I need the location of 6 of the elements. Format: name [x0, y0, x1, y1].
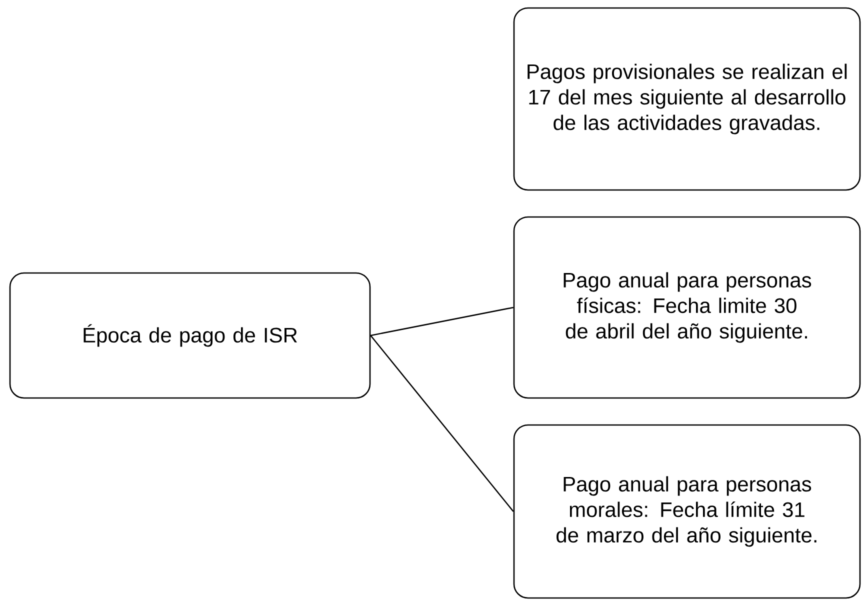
- connector-line: [370, 335, 514, 512]
- connector-line: [370, 306, 514, 336]
- text-box: Pago anual para personas físicas: Fecha limite 30 de abril del año siguiente.: [513, 216, 861, 399]
- text-box: Pago anual para personas morales: Fecha límite 31 de marzo del año siguiente.: [513, 424, 861, 599]
- text-box: Pagos provisionales se realizan el 17 del mes siguiente al desarrollo de las actividades gravadas.: [513, 7, 861, 191]
- text-box: Época de pago de ISR: [9, 272, 371, 399]
